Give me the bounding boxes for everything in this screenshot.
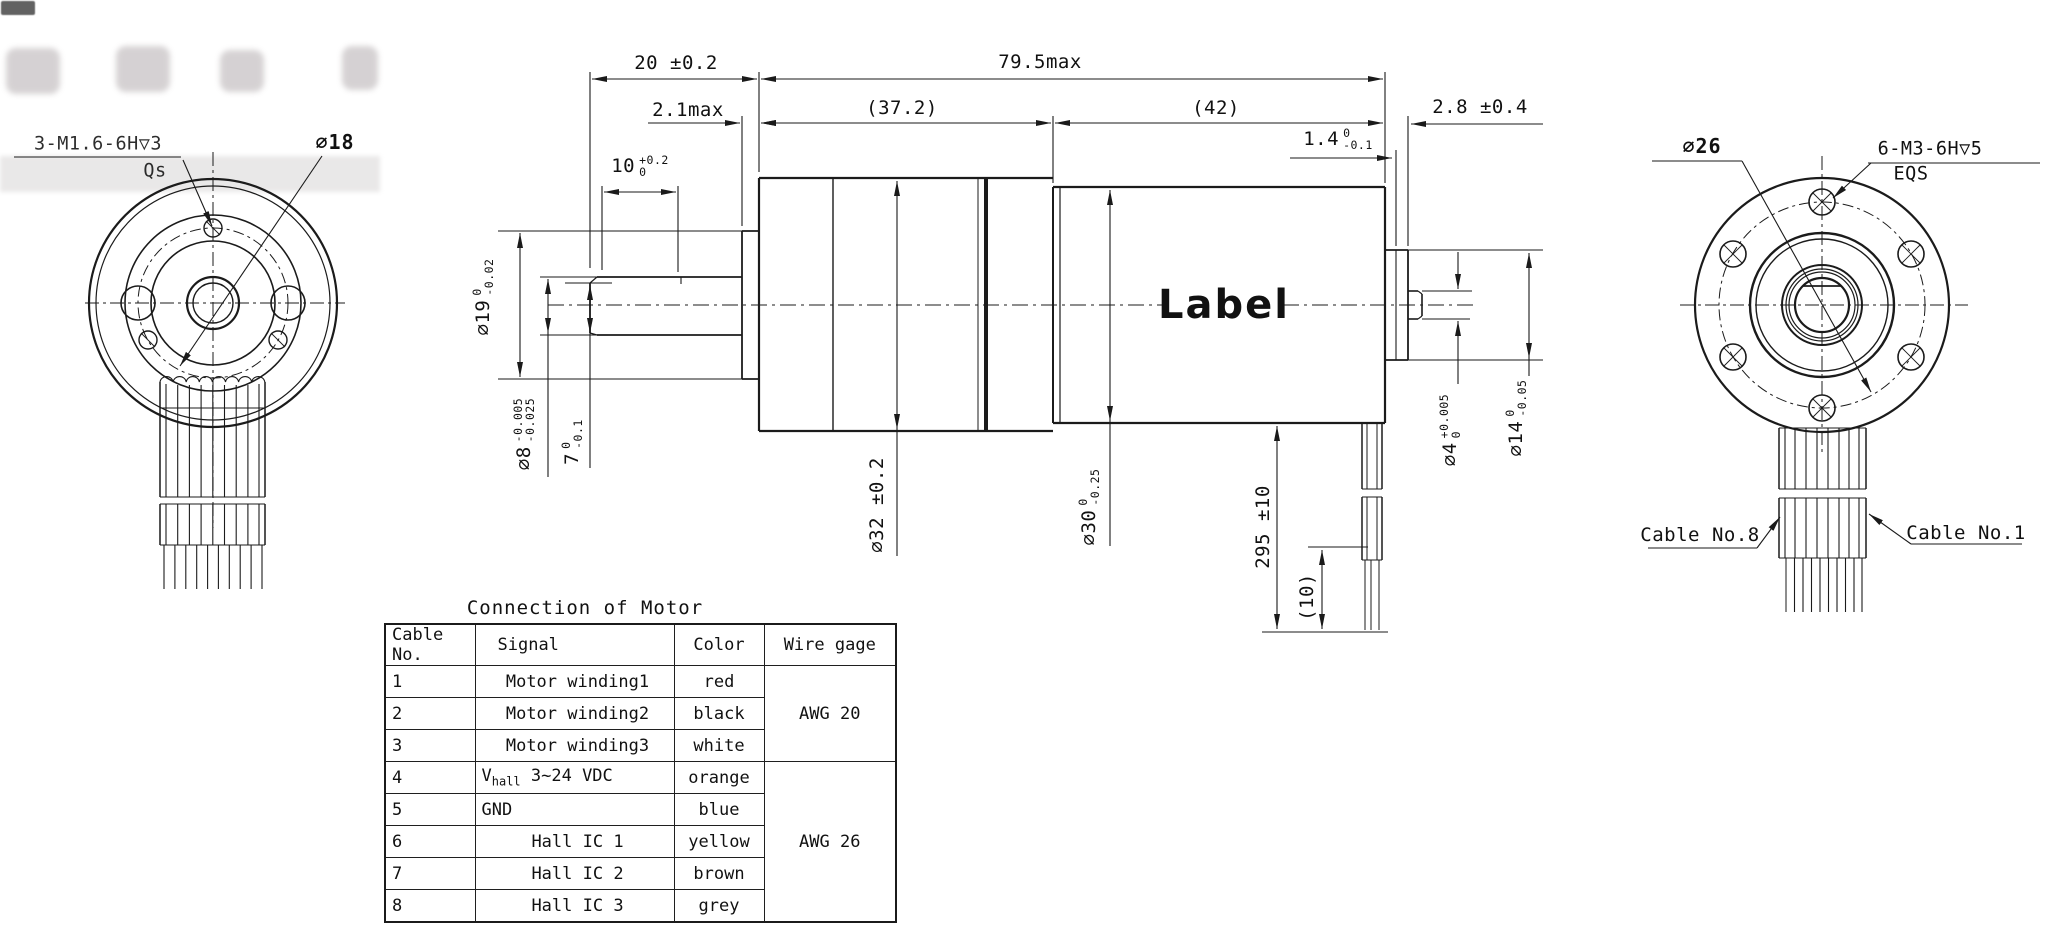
- cell-color: blue: [673, 793, 765, 826]
- watermark-artifact: [220, 50, 264, 92]
- dim-cable-length: 295 ±10: [1252, 485, 1274, 569]
- cell-cable-no: 6: [384, 825, 476, 858]
- screw-hole: [138, 330, 158, 350]
- dim-bolt-circle-18: ∅18: [315, 130, 355, 154]
- cable-no1-label: Cable No.1: [1906, 522, 2026, 544]
- cell-cable-no: 5: [384, 793, 476, 826]
- left-view: [85, 152, 345, 589]
- cable-no8-label: Cable No.8: [1640, 524, 1760, 546]
- cell-signal: Hall IC 3: [474, 889, 675, 923]
- table-title: Connection of Motor: [466, 597, 704, 619]
- col-header-wire-gage: Wire gage: [763, 623, 897, 666]
- cell-color: black: [673, 697, 765, 730]
- dim-pilot-dia: ∅19 0-0.02: [469, 258, 496, 336]
- motor-cable-side: [1361, 423, 1383, 630]
- table-header-row: Cable No. Signal Color Wire gage: [384, 623, 897, 666]
- col-header-signal: Signal: [474, 623, 675, 666]
- dim-motor-length: (42): [1192, 97, 1240, 119]
- dim-total-length: 79.5max: [998, 51, 1082, 73]
- cell-wire-gage: AWG 20: [763, 665, 897, 762]
- side-view: [548, 176, 1478, 630]
- cell-signal: Motor winding2: [474, 697, 675, 730]
- cell-wire-gage: AWG 26: [763, 761, 897, 923]
- cell-cable-no: 8: [384, 889, 476, 923]
- cell-color: grey: [673, 889, 765, 923]
- dim-gearbox-length: (37.2): [866, 97, 938, 119]
- screw-hole: [268, 330, 288, 350]
- dimension-lines: [498, 72, 1543, 633]
- dim-bolt-circle-26: ∅26: [1682, 134, 1722, 158]
- col-header-color: Color: [673, 623, 765, 666]
- cell-color: white: [673, 729, 765, 762]
- front-cable-bundle: [1778, 427, 1867, 612]
- cell-color: brown: [673, 857, 765, 890]
- cell-cable-no: 1: [384, 665, 476, 698]
- dim-gearbox-dia: ∅32 ±0.2: [866, 457, 888, 553]
- cell-color: red: [673, 665, 765, 698]
- scan-artifact: [1, 1, 35, 15]
- watermark-artifact: [342, 46, 378, 90]
- dim-rear-boss-dia: ∅14 0-0.05: [1502, 379, 1529, 457]
- dim-strip-length: (10): [1296, 573, 1318, 621]
- watermark-artifact: [116, 46, 170, 92]
- cell-color: yellow: [673, 825, 765, 858]
- cell-cable-no: 3: [384, 729, 476, 762]
- motor-label: Label: [1158, 282, 1290, 328]
- watermark-band: [0, 156, 380, 192]
- cell-cable-no: 4: [384, 761, 476, 794]
- cell-cable-no: 7: [384, 857, 476, 890]
- rear-cable-bundle: [159, 376, 266, 589]
- cell-signal: Vhall 3~24 VDC: [474, 761, 675, 794]
- leader-lines: [14, 155, 2040, 549]
- dim-rear-step: 1.4 0-0.1: [1303, 125, 1373, 152]
- cell-signal: Motor winding1: [474, 665, 675, 698]
- dim-motor-dia: ∅30 0-0.25: [1075, 468, 1102, 546]
- dim-pilot-max: 2.1max: [652, 99, 724, 121]
- col-header-cable-no: Cable No.: [384, 623, 476, 666]
- cell-cable-no: 2: [384, 697, 476, 730]
- dim-gearbox-shaft-length: 20 ±0.2: [634, 52, 718, 74]
- cell-signal: Hall IC 2: [474, 857, 675, 890]
- dim-shaft-flat: 7 0-0.1: [558, 419, 585, 465]
- watermark-artifact: [6, 48, 60, 94]
- cell-signal: GND: [474, 793, 675, 826]
- thread-note-front-sub: EQS: [1893, 163, 1929, 185]
- dim-shaft-dia: ∅8 -0.005-0.025: [510, 397, 537, 471]
- cell-signal: Motor winding3: [474, 729, 675, 762]
- thread-note-rear: 3-M1.6-6H▽3: [33, 133, 163, 155]
- right-view: [1680, 156, 1968, 612]
- cell-signal: Hall IC 1: [474, 825, 675, 858]
- thread-note-rear-sub: Qs: [143, 160, 167, 182]
- thread-note-front: 6-M3-6H▽5: [1877, 138, 1983, 160]
- cell-color: orange: [673, 761, 765, 794]
- dim-rear-shaft-length: 2.8 ±0.4: [1432, 96, 1528, 118]
